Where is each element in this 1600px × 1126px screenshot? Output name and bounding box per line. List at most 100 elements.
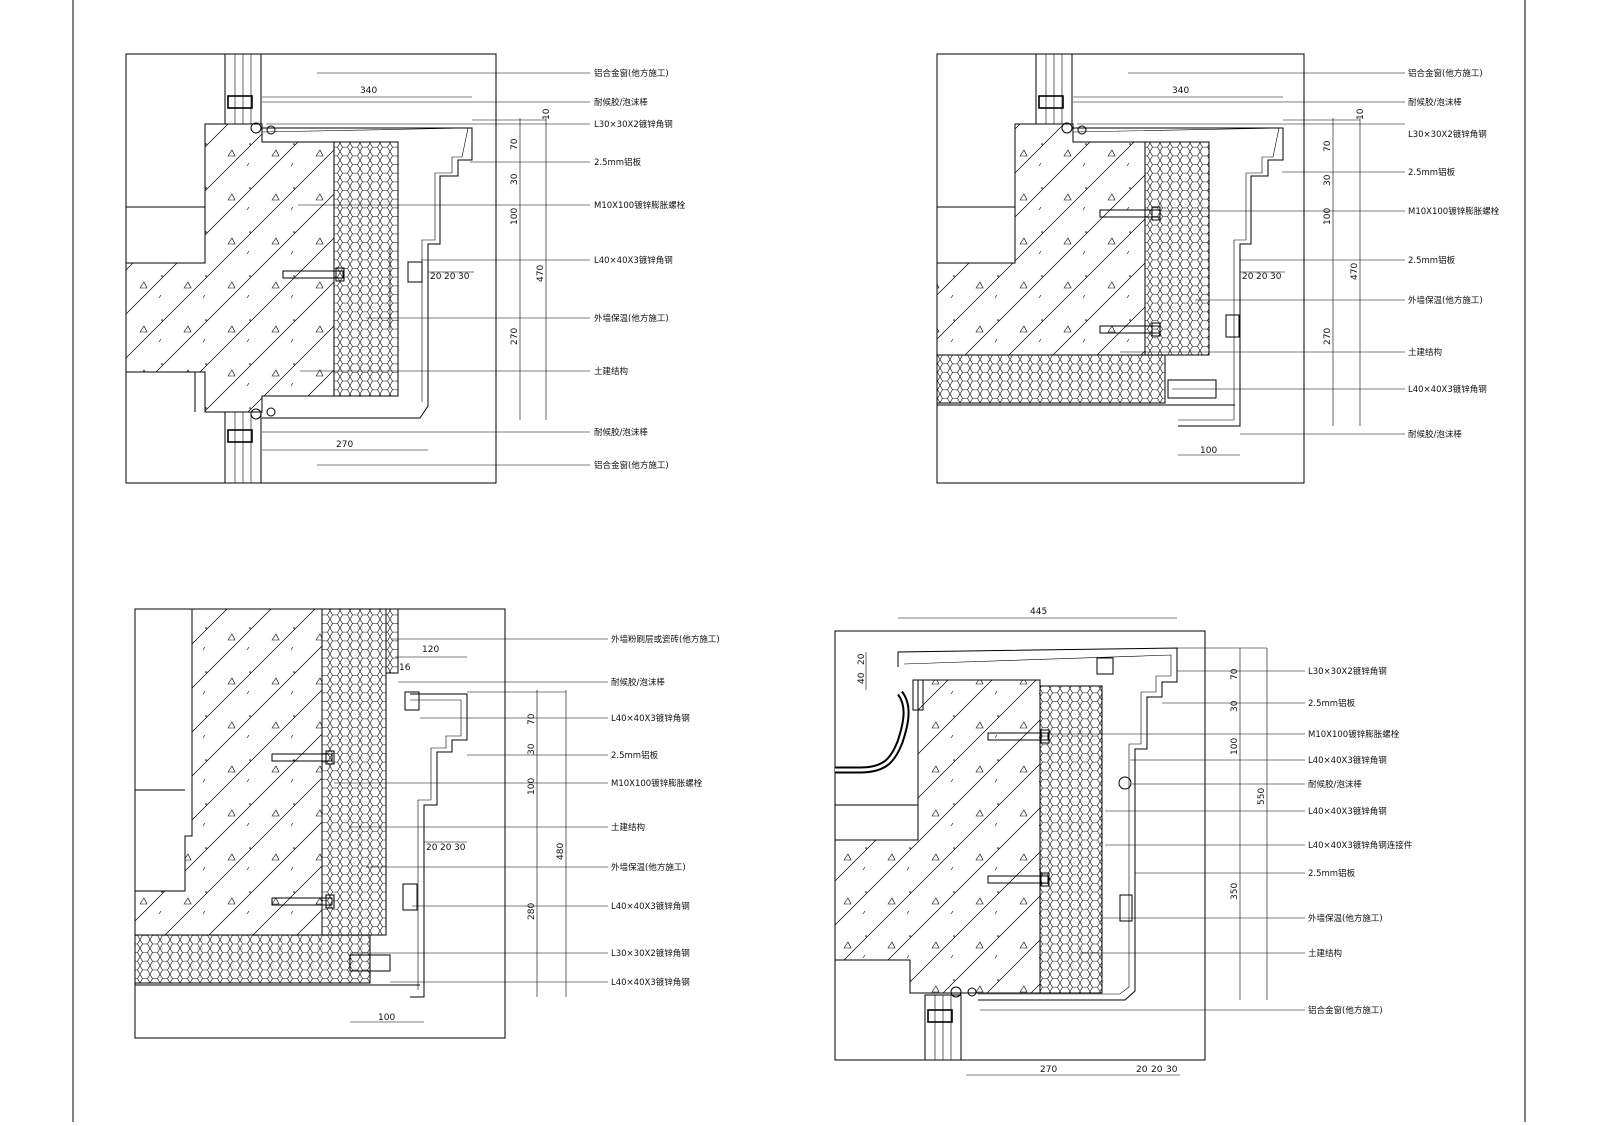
dim-total: 470 (536, 265, 546, 282)
dim-v4: 100 (1230, 738, 1240, 755)
label: 铝合金窗(他方施工) (1308, 1005, 1383, 1016)
label: 耐候胶/泡沫棒 (594, 97, 648, 108)
dim-h1: 20 (426, 843, 438, 853)
dim-total: 470 (1350, 263, 1360, 280)
dim-h2: 20 (444, 272, 456, 282)
detail-4-leaders (980, 670, 1305, 1011)
label: L40×40X3镀锌角钢连接件 (1308, 840, 1413, 851)
dim-h2: 20 (1151, 1065, 1163, 1075)
label: 外墙粉刷层或瓷砖(他方施工) (611, 634, 720, 645)
dim-v2: 70 (510, 138, 520, 150)
label: L40×40X3镀锌角钢 (611, 901, 690, 912)
detail-4-insulation (1039, 685, 1103, 994)
label: 2.5mm铝板 (1308, 698, 1356, 709)
detail-1-alu-panel (262, 127, 473, 419)
dim-total: 480 (556, 843, 566, 860)
detail-1: 340 270 10 70 30 100 270 470 20 20 30 铝合… (125, 53, 686, 484)
dim-h3: 30 (1270, 272, 1282, 282)
detail-3-alu-panel (410, 693, 468, 998)
label: 耐候胶/泡沫棒 (1408, 97, 1462, 108)
label: M10X100镀锌膨胀螺栓 (611, 778, 703, 789)
dim-v3: 30 (510, 173, 520, 185)
dim-top-width: 445 (1030, 607, 1047, 617)
label: 土建结构 (1408, 347, 1442, 358)
dim-v5: 270 (1323, 328, 1333, 345)
detail-1-insulation (333, 141, 399, 397)
dim-v5: 280 (527, 903, 537, 920)
dim-v4: 100 (527, 778, 537, 795)
detail-3-plaster (385, 608, 399, 674)
label: L40×40X3镀锌角钢 (594, 255, 673, 266)
label: 耐候胶/泡沫棒 (611, 677, 665, 688)
label: 2.5mm铝板 (611, 750, 659, 761)
detail-2-concrete (936, 123, 1146, 356)
dim-left-20: 20 (857, 653, 867, 665)
detail-1-concrete (125, 123, 335, 413)
label: 2.5mm铝板 (1408, 167, 1456, 178)
detail-1-dims (262, 96, 547, 451)
label: M10X100镀锌膨胀螺栓 (1408, 206, 1500, 217)
detail-2-insulation (1144, 141, 1210, 356)
detail-4-membrane (835, 690, 910, 774)
detail-2-anchor-bolt (1099, 206, 1240, 399)
dim-v4: 100 (1323, 208, 1333, 225)
detail-2: 340 100 10 70 30 100 270 470 20 20 30 铝合… (936, 53, 1500, 484)
label: 铝合金窗(他方施工) (1408, 68, 1483, 79)
dim-v3: 30 (1323, 174, 1333, 186)
detail-4-alu-panel (897, 647, 1178, 1001)
detail-4-dims (865, 617, 1268, 1076)
dim-h2: 20 (440, 843, 452, 853)
label: L30×30X2镀锌角钢 (1308, 666, 1387, 677)
dim-top-width: 120 (422, 645, 439, 655)
label: 外墙保温(他方施工) (594, 313, 669, 324)
label: 2.5mm铝板 (594, 157, 642, 168)
detail-3-anchor-bolt (271, 691, 420, 972)
label: M10X100镀锌膨胀螺栓 (1308, 729, 1400, 740)
detail-3-insulation-bottom (134, 934, 371, 984)
label: L40×40X3镀锌角钢 (611, 977, 690, 988)
dim-left-40: 40 (857, 672, 867, 684)
dim-h3: 30 (454, 843, 466, 853)
dim-bottom-width: 100 (1200, 446, 1217, 456)
dim-v4: 100 (510, 208, 520, 225)
detail-4-window (924, 986, 977, 1061)
detail-4-concrete (834, 679, 1041, 994)
label: 耐候胶/泡沫棒 (594, 427, 648, 438)
dim-bottom-width: 270 (336, 440, 353, 450)
label: 耐候胶/泡沫棒 (1408, 429, 1462, 440)
dim-v2: 70 (1230, 668, 1240, 680)
dim-v2: 70 (1323, 140, 1333, 152)
dim-v5: 350 (1230, 883, 1240, 900)
detail-1-anchor-bolt (282, 248, 423, 330)
dim-h3: 30 (458, 272, 470, 282)
label: L40×40X3镀锌角钢 (1408, 384, 1487, 395)
dim-h2: 20 (1256, 272, 1268, 282)
label: 2.5mm铝板 (1308, 868, 1356, 879)
detail-2-dims (1073, 96, 1361, 456)
dim-total: 550 (1257, 788, 1267, 805)
detail-2-alu-panel (1073, 127, 1284, 427)
detail-3-leaders (334, 638, 608, 983)
label: L30×30X2镀锌角钢 (611, 948, 690, 959)
detail-1-window-bottom (224, 407, 276, 484)
detail-2-insulation-bottom (936, 354, 1166, 404)
label: L30×30X2镀锌角钢 (1408, 129, 1487, 140)
detail-1-window-top (224, 53, 276, 135)
label: 土建结构 (594, 366, 628, 377)
label: 2.5mm铝板 (1408, 255, 1456, 266)
detail-2-leaders (1073, 72, 1405, 435)
dim-h1: 20 (430, 272, 442, 282)
detail-4-anchor-bolt (912, 657, 1133, 922)
label: 土建结构 (1308, 948, 1342, 959)
label: 铝合金窗(他方施工) (594, 460, 669, 471)
dim-small: 16 (399, 663, 411, 673)
detail-3-dims (350, 656, 567, 1023)
dim-v5: 270 (510, 328, 520, 345)
label: M10X100镀锌膨胀螺栓 (594, 200, 686, 211)
detail-1-leaders (262, 72, 590, 466)
dim-top-width: 340 (1172, 86, 1189, 96)
label: 土建结构 (611, 822, 645, 833)
dim-v3: 30 (527, 743, 537, 755)
detail-3: 120 16 100 70 30 100 280 480 20 20 30 外墙… (134, 608, 720, 1039)
